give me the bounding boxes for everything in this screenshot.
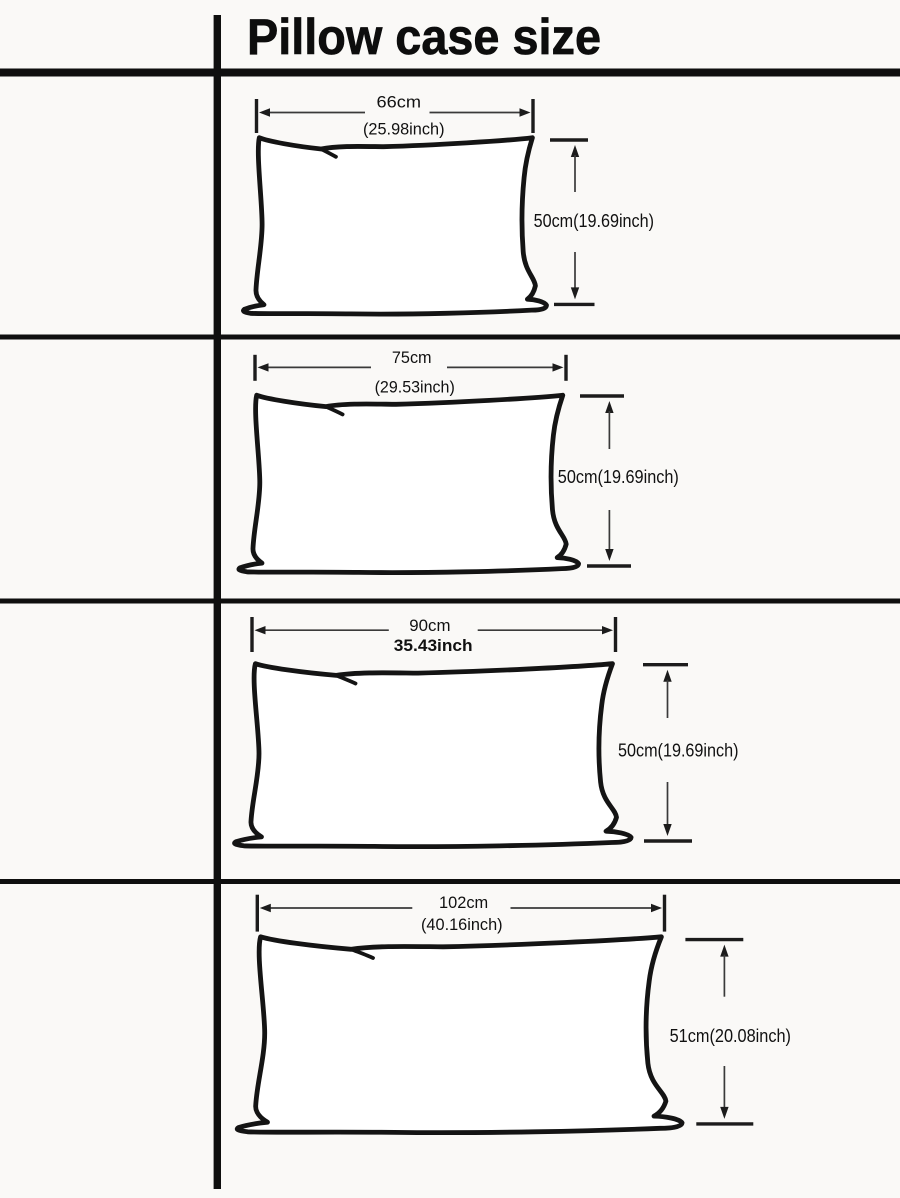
- svg-text:(29.53inch): (29.53inch): [375, 378, 455, 397]
- svg-text:51cm(20.08inch): 51cm(20.08inch): [670, 1026, 791, 1046]
- svg-text:75cm: 75cm: [392, 348, 432, 367]
- svg-text:102cm: 102cm: [439, 893, 488, 912]
- svg-text:50cm(19.69inch): 50cm(19.69inch): [558, 467, 679, 487]
- svg-text:35.43inch: 35.43inch: [394, 636, 473, 655]
- svg-text:Pillow case size: Pillow case size: [247, 9, 601, 65]
- svg-text:50cm(19.69inch): 50cm(19.69inch): [534, 211, 654, 231]
- svg-text:50cm(19.69inch): 50cm(19.69inch): [618, 741, 739, 761]
- svg-text:66cm: 66cm: [377, 93, 422, 112]
- svg-text:(40.16inch): (40.16inch): [421, 915, 503, 934]
- svg-text:90cm: 90cm: [409, 616, 450, 635]
- svg-text:(25.98inch): (25.98inch): [363, 120, 445, 139]
